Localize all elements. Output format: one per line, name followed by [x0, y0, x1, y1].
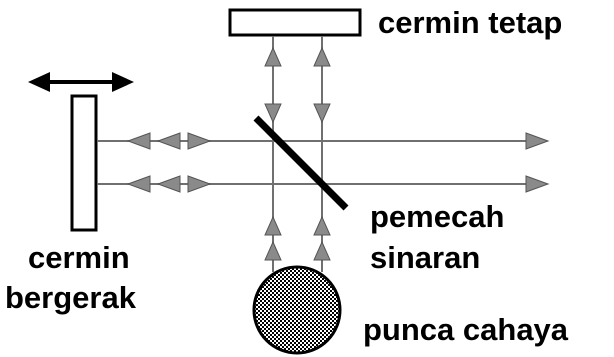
moving-mirror — [70, 94, 98, 232]
beam-arrowheads — [126, 46, 550, 261]
fixed-mirror — [228, 8, 362, 37]
light-source — [252, 265, 342, 355]
light-beams — [97, 36, 540, 272]
label-moving-mirror-line2: bergerak — [5, 280, 137, 315]
beam-splitter — [253, 115, 349, 211]
label-moving-mirror-line1: cermin — [28, 240, 130, 275]
label-fixed-mirror: cermin tetap — [378, 5, 562, 40]
label-light-source: punca cahaya — [363, 312, 569, 347]
label-beam-splitter-line2: sinaran — [370, 240, 480, 275]
moving-mirror-motion-arrow — [28, 72, 134, 92]
label-beam-splitter-line1: pemecah — [370, 199, 504, 234]
